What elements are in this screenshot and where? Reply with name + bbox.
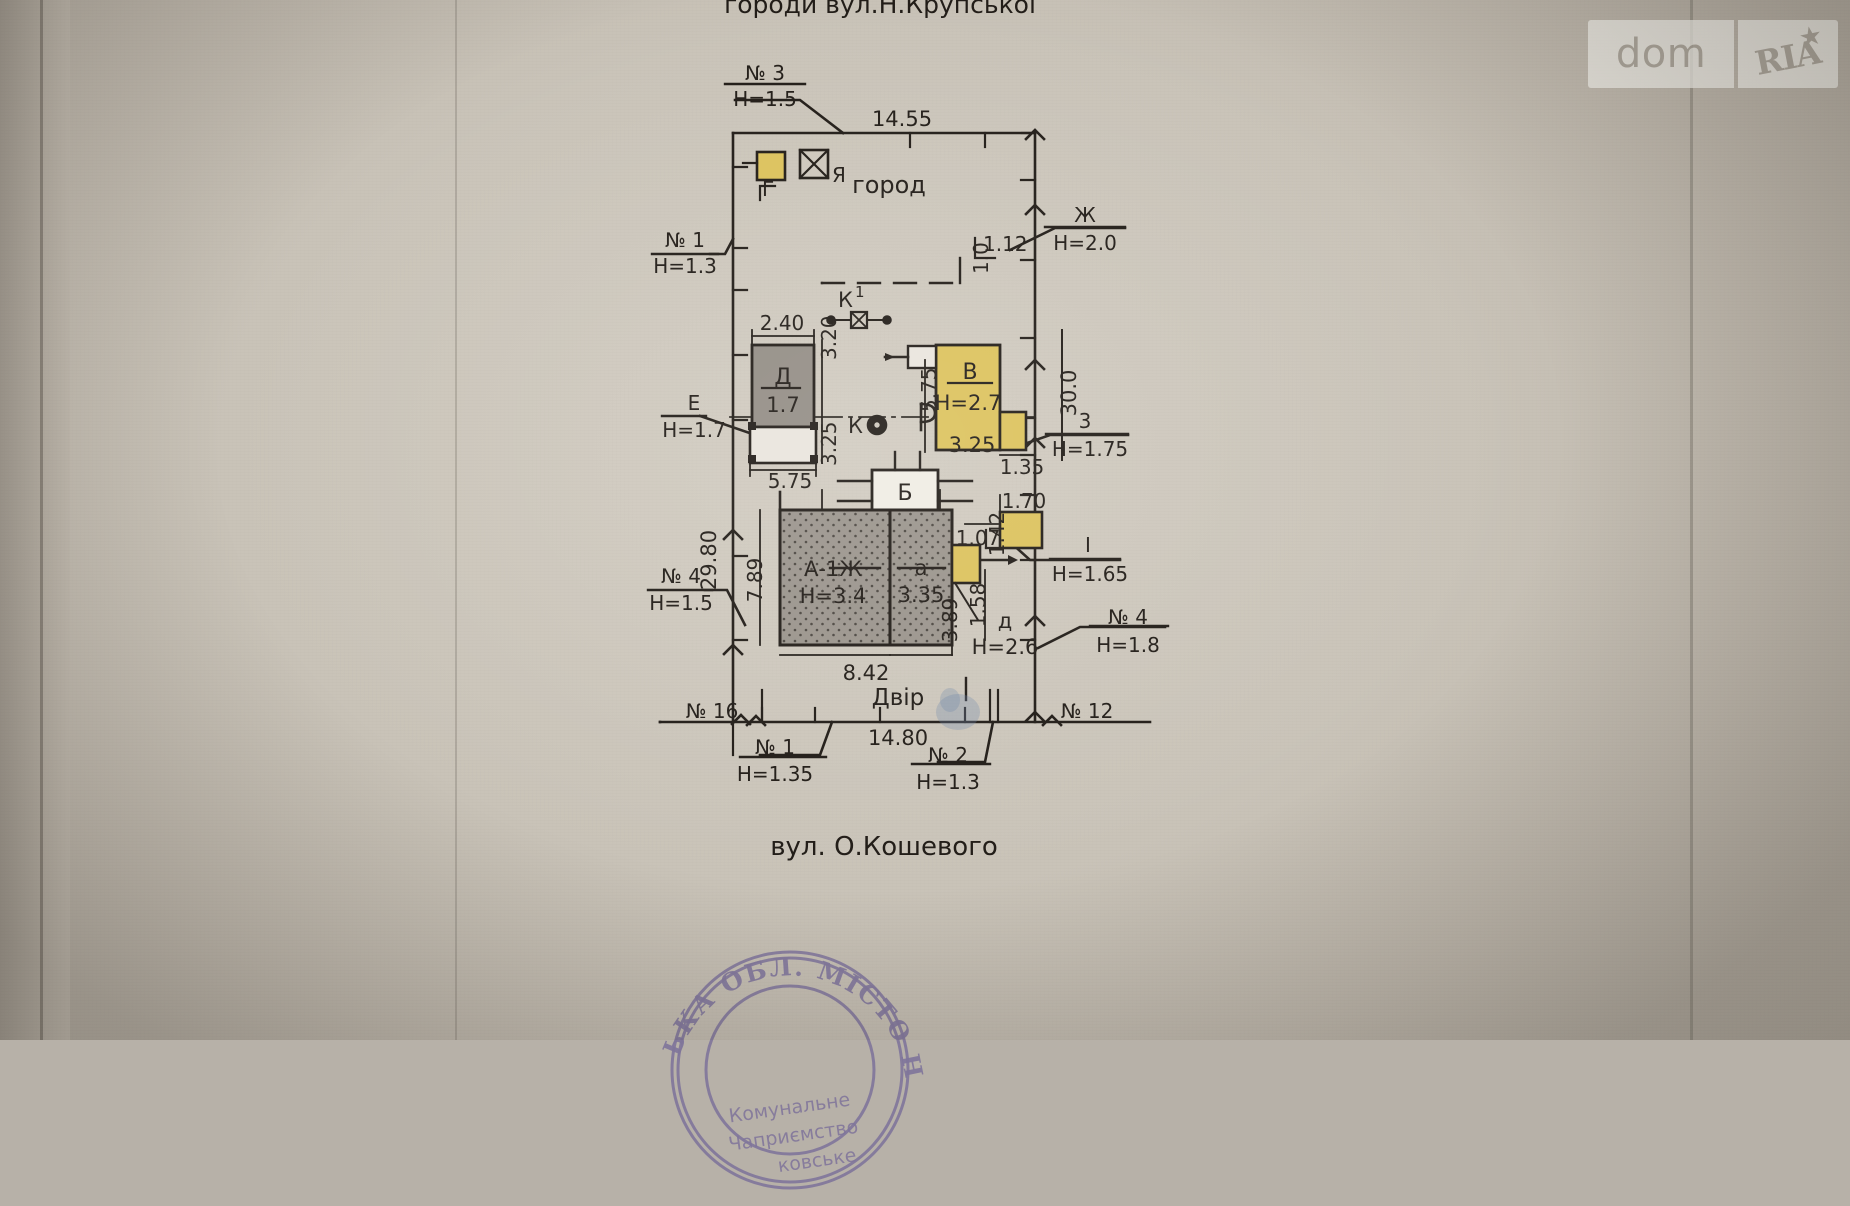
street-bottom-label: вул. О.Кошевого	[770, 832, 998, 862]
fence-1-bottom-height: H=1.35	[737, 762, 813, 786]
dim-789: 7.89	[743, 558, 767, 603]
paper-fold-line-right	[1690, 0, 1693, 1040]
fence-4-left-height: H=1.5	[649, 591, 713, 615]
paper-fold-line-left-2	[455, 0, 457, 1040]
stamp-line-1: Комунальне	[727, 1089, 851, 1128]
fence-2-bottom-name: № 2	[928, 743, 968, 767]
fence-E-height: H=1.7	[662, 418, 726, 442]
dim-575: 5.75	[917, 367, 941, 412]
watermark-dom-box: dom	[1588, 20, 1734, 88]
dim-325: 3.25	[949, 433, 996, 457]
fence-1-bottom-name: № 1	[755, 735, 795, 759]
building-V-height: H=2.7	[935, 391, 1002, 415]
fence-4-right-name: № 4	[1108, 605, 1148, 629]
building-d2-height: H=2.6	[972, 635, 1039, 659]
dim-320: 3.20	[817, 315, 841, 360]
marker-K1-sup: 1	[855, 283, 865, 301]
watermark-ria-text: RIA	[1752, 31, 1824, 83]
stamp-line-3: ковське	[776, 1144, 857, 1177]
fence-3-name: № 3	[745, 61, 785, 85]
fence-1-upper-name: № 1	[665, 228, 705, 252]
dim-142: 1.42	[985, 512, 1009, 557]
dim-389: 3.89	[938, 598, 962, 643]
fence-1-upper-height: H=1.3	[653, 254, 717, 278]
garden-label: город	[852, 171, 926, 199]
mark-I-bottom: І	[963, 675, 969, 699]
site-plan-drawing: городи вул.Н.Крупської № 3 H=1.5 14.55 Г…	[646, 0, 1170, 862]
marker-K-label: К	[848, 414, 863, 438]
dim-107: 1.07	[956, 526, 1001, 550]
fence-I-height: H=1.65	[1052, 562, 1128, 586]
fence-4-left-name: № 4	[661, 564, 701, 588]
dim-bottom-width: 14.80	[868, 726, 928, 750]
building-A1Zh-label: А-1Ж	[804, 557, 862, 581]
building-a-label: а	[915, 556, 928, 580]
building-D-label: Д	[774, 365, 791, 390]
dim-right-depth: 30.0	[1057, 370, 1081, 417]
building-B-label: Б	[897, 481, 912, 506]
dim-10: 1.0	[969, 242, 993, 274]
dim-135: 1.35	[1000, 455, 1045, 479]
watermark-dom-text: dom	[1615, 31, 1707, 77]
building-V-label: В	[962, 360, 977, 385]
dim-170: 1.70	[1002, 489, 1047, 513]
street-top-label: городи вул.Н.Крупської	[724, 0, 1037, 19]
building-D-height: 1.7	[766, 393, 799, 417]
dim-145: 3.25	[817, 421, 841, 466]
domria-watermark: dom ★ RIA	[1588, 20, 1840, 88]
building-A1Zh-height: H=3.4	[800, 584, 867, 608]
dim-158: 1.58	[966, 583, 990, 628]
stamp-line-2: Чаприємство	[727, 1116, 859, 1156]
building-d2-label: д	[998, 609, 1013, 633]
dim-335: 3.35	[898, 583, 945, 607]
fence-12-name: № 12	[1061, 699, 1114, 723]
fence-I-name: І	[1085, 533, 1091, 557]
fence-16-name: № 16	[686, 699, 739, 723]
building-G-label: Г	[762, 177, 774, 201]
dim-left-depth: 29.80	[697, 530, 721, 590]
paper-left-shadow	[0, 0, 70, 1040]
fence-E-name: Е	[688, 391, 701, 415]
dim-270: 5.75	[768, 469, 813, 493]
fence-Zh-name: Ж	[1074, 203, 1096, 227]
fence-2-bottom-height: H=1.3	[916, 770, 980, 794]
fence-Zh-height: H=2.0	[1053, 231, 1117, 255]
dim-top-width: 14.55	[872, 107, 932, 131]
dim-240: 2.40	[760, 311, 805, 335]
dim-842: 8.42	[843, 661, 890, 685]
fence-3r-name: 3	[1079, 409, 1092, 433]
marker-K1-label: К	[838, 288, 853, 312]
yard-label: Двір	[872, 685, 925, 711]
fence-3r-height: H=1.75	[1052, 437, 1128, 461]
fence-4-right-height: H=1.8	[1096, 633, 1160, 657]
dim-112: 1.12	[983, 232, 1028, 256]
paper-fold-line-left	[40, 0, 43, 1040]
building-Ya-label: Я	[832, 163, 846, 187]
fence-3-height: H=1.5	[733, 87, 797, 111]
watermark-ria-box: ★ RIA	[1738, 20, 1838, 88]
